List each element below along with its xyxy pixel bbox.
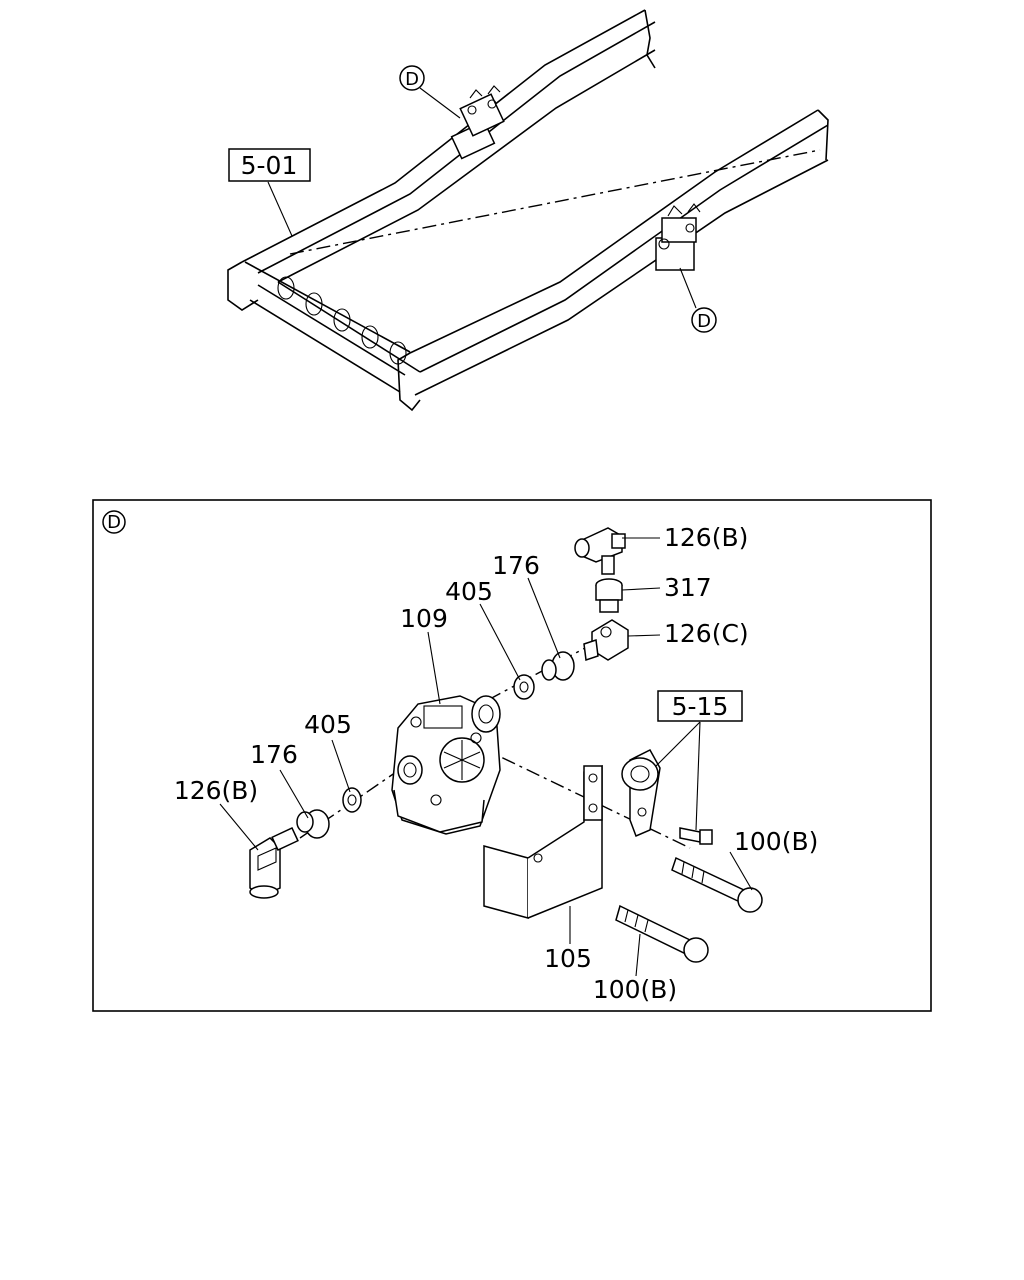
- detail-view-id: D: [102, 510, 126, 534]
- chassis-frame-overview: D D 5-01: [227, 9, 829, 412]
- part-176-top-plug[interactable]: [541, 651, 575, 681]
- near-side-rail: [397, 109, 829, 412]
- part-176-left-plug[interactable]: [296, 809, 330, 839]
- leader-5-01: [267, 181, 293, 237]
- detail-frame: [92, 499, 932, 1012]
- label-100b-bottom: 100(B): [593, 975, 677, 1004]
- part-100b-right-bolt[interactable]: [671, 856, 763, 913]
- leader-d-near: [679, 267, 697, 309]
- callout-d-near[interactable]: D: [691, 307, 717, 333]
- part-5-15-bolt[interactable]: [679, 827, 713, 845]
- part-126b-top-elbow[interactable]: [574, 527, 626, 575]
- label-109: 109: [400, 604, 448, 633]
- cross-member: [244, 261, 421, 393]
- reference-5-15[interactable]: 5-15: [657, 690, 743, 722]
- frame-reference-5-01[interactable]: 5-01: [228, 148, 311, 182]
- frame-reference-label: 5-01: [241, 151, 298, 180]
- leader-d-far: [419, 87, 461, 119]
- frame-centerline: [289, 149, 821, 255]
- label-317: 317: [664, 573, 712, 602]
- label-405-left: 405: [304, 710, 352, 739]
- label-100b-right: 100(B): [734, 827, 818, 856]
- detail-view-d: D: [92, 499, 932, 1012]
- label-405-top: 405: [445, 577, 493, 606]
- callout-d-far[interactable]: D: [399, 65, 425, 91]
- callout-d-near-label: D: [697, 311, 711, 332]
- part-126c-tee[interactable]: [583, 619, 629, 662]
- part-5-15-clamp-bracket[interactable]: [621, 749, 661, 837]
- part-405-top-washer[interactable]: [513, 674, 535, 700]
- detail-view-id-label: D: [107, 512, 121, 533]
- callout-d-far-label: D: [405, 69, 419, 90]
- part-317-adapter[interactable]: [595, 578, 623, 613]
- label-176-top: 176: [492, 551, 540, 580]
- valve-assembly-near: [655, 203, 701, 271]
- label-176-left: 176: [250, 740, 298, 769]
- part-405-left-washer[interactable]: [342, 787, 362, 813]
- part-105-bracket[interactable]: [483, 764, 603, 919]
- label-5-15: 5-15: [672, 692, 729, 721]
- label-126c: 126(C): [664, 619, 749, 648]
- label-105: 105: [544, 944, 592, 973]
- detail-leader-lines: [219, 537, 753, 977]
- part-100b-bottom-bolt[interactable]: [615, 904, 709, 963]
- valve-assembly-far: [450, 85, 505, 160]
- part-109-valve-body[interactable]: [391, 695, 501, 835]
- label-126b-top: 126(B): [664, 523, 748, 552]
- part-126b-left-elbow[interactable]: [249, 827, 299, 899]
- label-126b-left: 126(B): [174, 776, 258, 805]
